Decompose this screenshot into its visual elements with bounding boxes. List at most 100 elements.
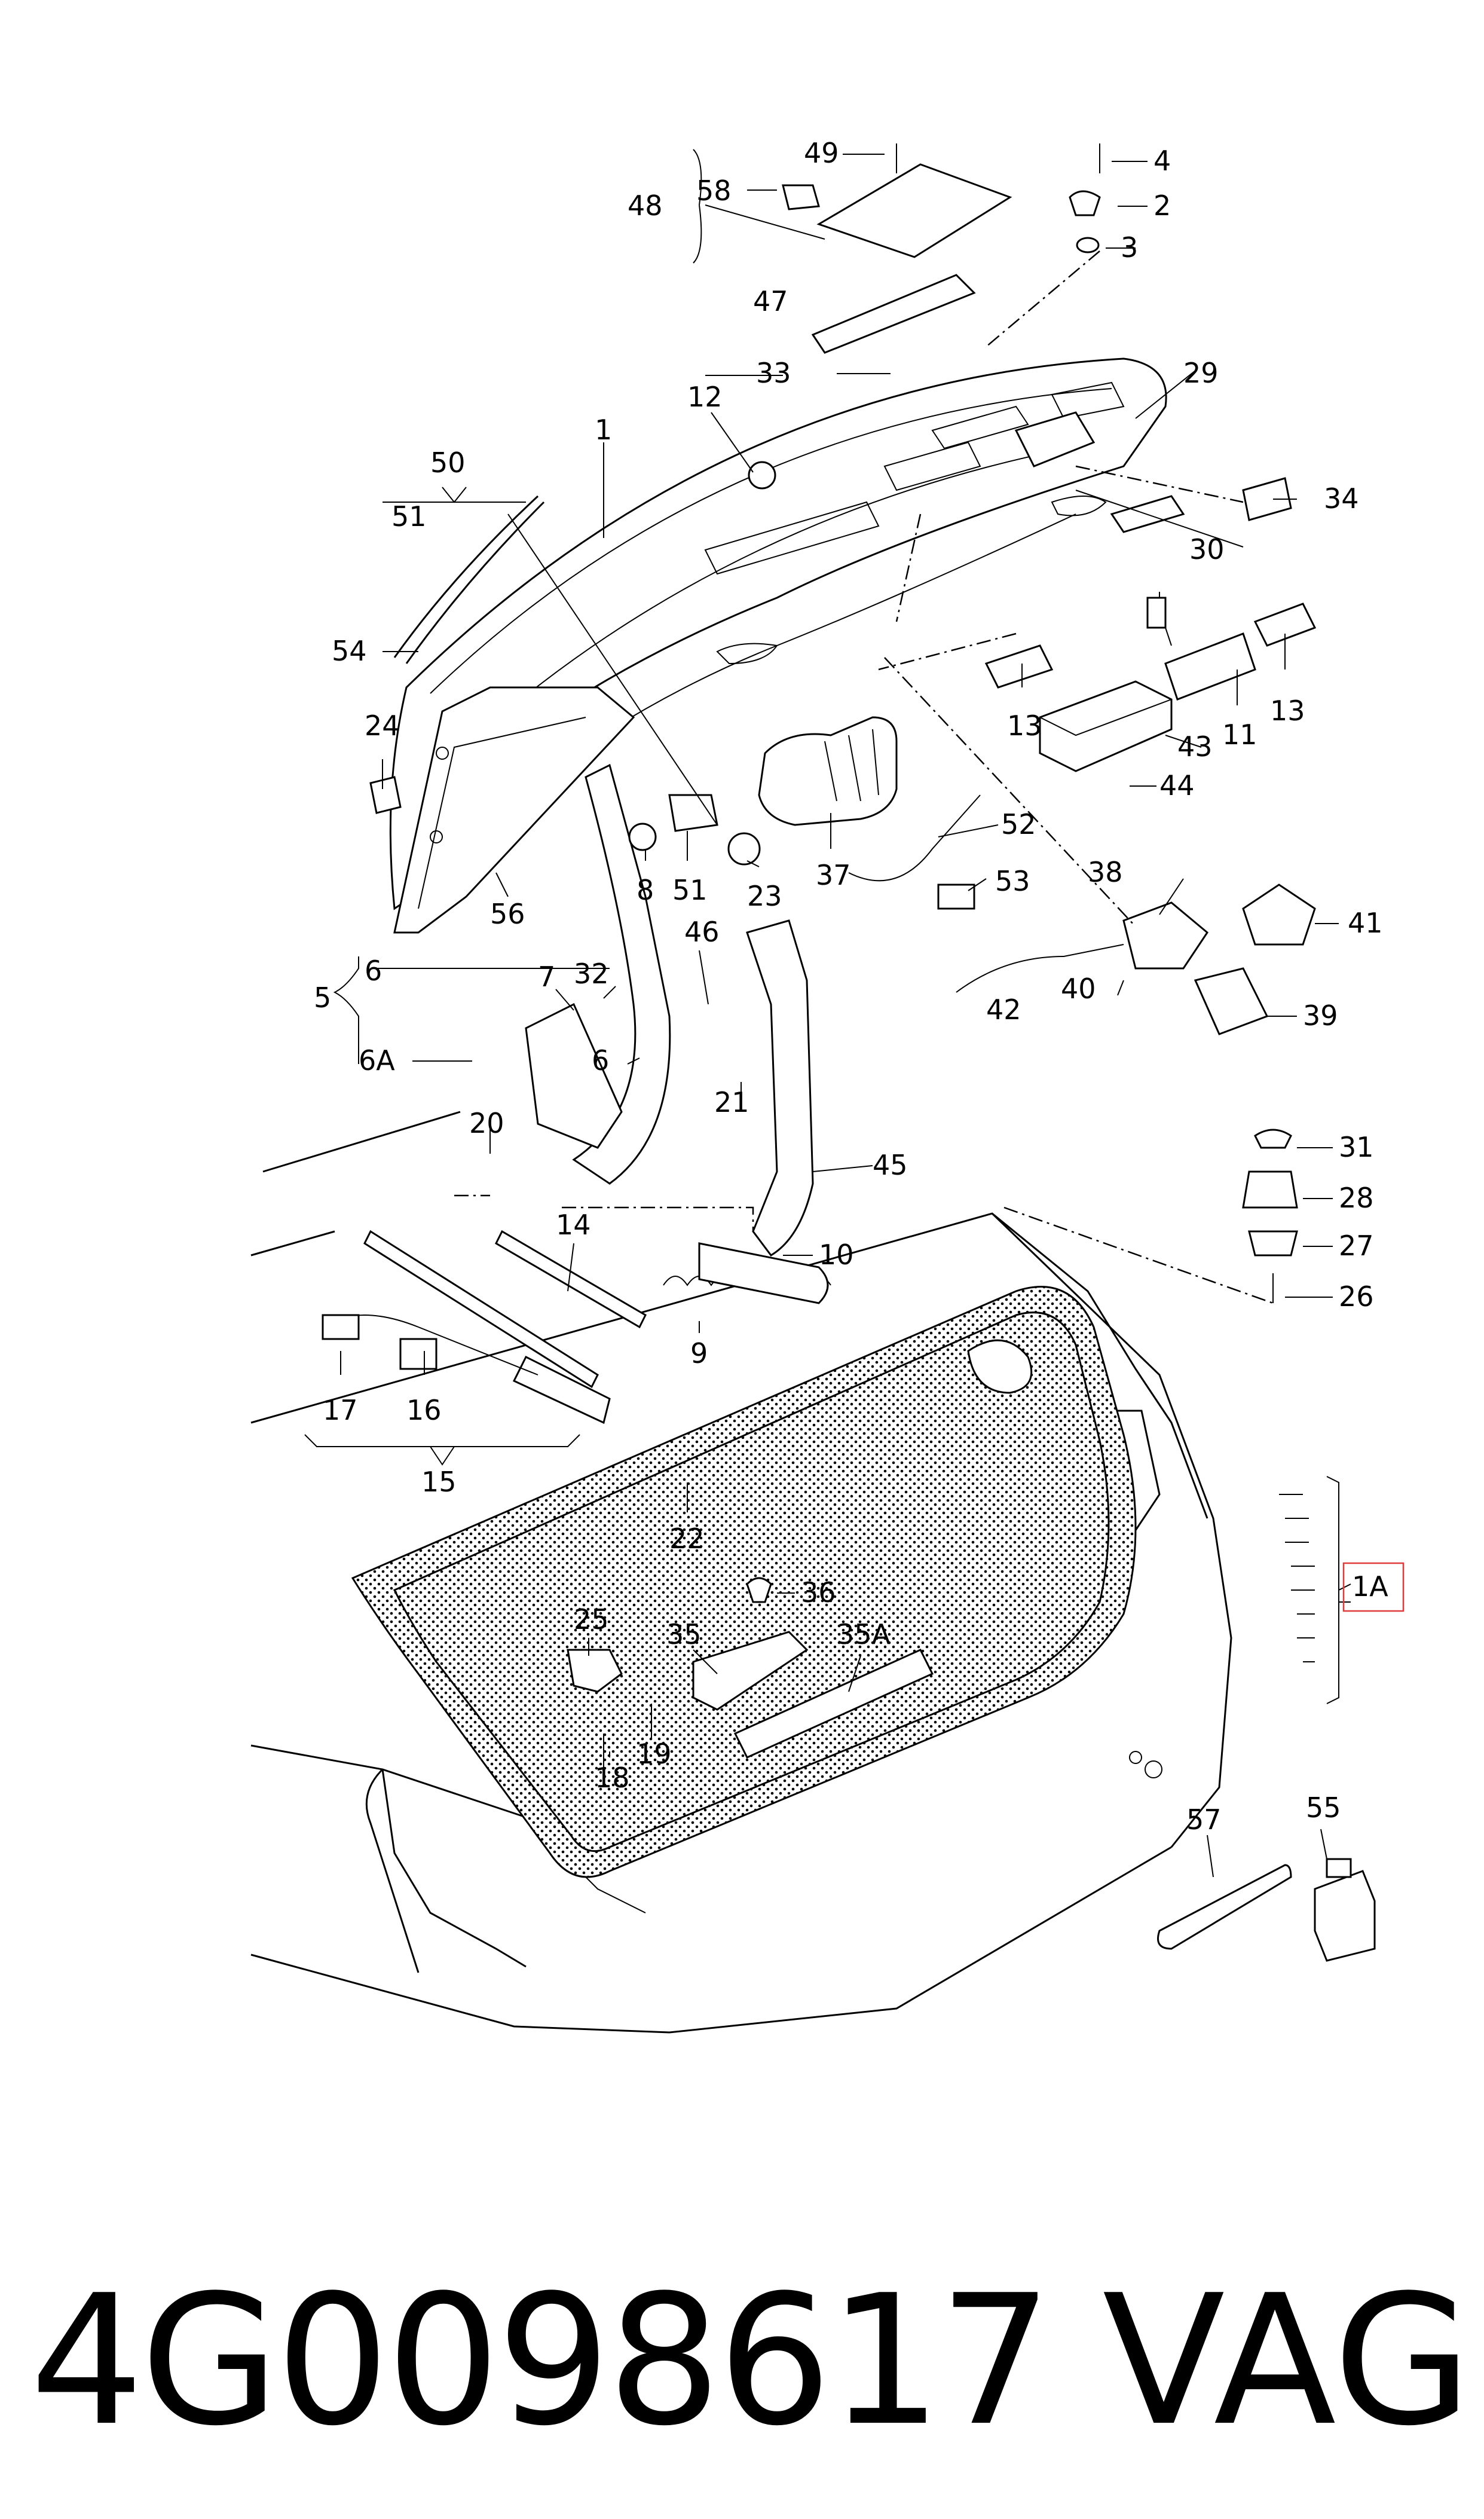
rear-camera	[1164, 632, 1256, 701]
license-light-housing	[1039, 680, 1173, 772]
callout-24: 24	[365, 710, 400, 742]
adhesive-tube	[1157, 1864, 1292, 1950]
callout-46: 46	[684, 916, 720, 948]
handle-29	[1014, 411, 1096, 467]
callout-34: 34	[1324, 482, 1359, 515]
switch-53	[937, 884, 975, 910]
grommet-12	[748, 461, 776, 490]
callout-58: 58	[696, 175, 732, 207]
callout-4: 4	[1153, 145, 1171, 177]
callout-1a: 1A	[1352, 1570, 1388, 1603]
license-lamp-left	[984, 644, 1054, 689]
hinge-side-panel	[746, 919, 814, 1257]
clip-51	[668, 794, 718, 832]
callout-14: 14	[556, 1209, 591, 1241]
callout-32: 32	[574, 958, 609, 990]
callout-25: 25	[574, 1603, 609, 1635]
gas-strut-left	[363, 1230, 599, 1389]
plate-47	[811, 274, 976, 354]
buffer-31	[1254, 1129, 1292, 1149]
callout-19: 19	[637, 1738, 672, 1770]
brand-label: VAG	[1102, 2257, 1472, 2465]
tube-10	[698, 1242, 829, 1304]
callout-26: 26	[1339, 1280, 1374, 1313]
leader-lines	[304, 149, 1351, 1878]
callout-44: 44	[1159, 769, 1195, 802]
cover-48	[816, 163, 1012, 258]
sealant-cap	[1326, 1858, 1352, 1878]
callout-36: 36	[801, 1576, 836, 1609]
callout-20: 20	[469, 1107, 504, 1139]
parts-exploded-diagram: 49 4 48 58 2 3 47 33 29 12 1 50 51 34 30…	[250, 137, 1405, 2034]
sealant-bottle	[1314, 1870, 1376, 1962]
callout-47: 47	[753, 285, 788, 317]
callout-43: 43	[1177, 730, 1213, 763]
bracket-35	[692, 1631, 809, 1711]
trim-strip-inner	[405, 501, 545, 664]
trim-strip	[393, 495, 539, 658]
callout-41: 41	[1348, 907, 1383, 939]
callout-18: 18	[595, 1762, 630, 1794]
license-lamp-right	[1253, 603, 1317, 647]
callout-56: 56	[490, 898, 525, 930]
callout-15: 15	[421, 1466, 457, 1498]
callout-54: 54	[332, 635, 367, 667]
callout-2: 2	[1153, 189, 1171, 222]
clip-25	[567, 1649, 623, 1693]
inner-panel-rib	[418, 717, 586, 909]
callout-51: 51	[672, 874, 708, 906]
cable-42	[956, 944, 1124, 993]
bracket-41	[1242, 884, 1316, 946]
clip-58	[782, 184, 820, 210]
callout-40: 40	[1061, 973, 1096, 1005]
callout-42: 42	[986, 993, 1021, 1026]
callout-23: 23	[747, 880, 782, 912]
switch-34	[1242, 477, 1292, 521]
callout-17: 17	[323, 1394, 358, 1426]
callout-38: 38	[1088, 856, 1123, 888]
callout-52: 52	[1001, 808, 1036, 840]
connector-16	[399, 1338, 437, 1370]
callout-35: 35	[666, 1618, 702, 1650]
cable-52	[848, 794, 981, 882]
gas-strut-right	[495, 1230, 647, 1329]
callout-7: 7	[538, 961, 555, 993]
callout-29: 29	[1183, 357, 1219, 389]
callout-48: 48	[628, 189, 663, 222]
lock-38	[1122, 901, 1208, 970]
callout-57: 57	[1186, 1803, 1222, 1836]
hinge-bracket	[525, 1002, 623, 1149]
callout-6: 6	[592, 1044, 609, 1077]
nut-8	[628, 823, 657, 851]
callout-5: 5	[314, 982, 331, 1014]
callout-22: 22	[669, 1523, 705, 1555]
callout-8: 8	[637, 874, 654, 906]
lock-cover	[758, 716, 898, 826]
part-number: 4G0098617	[30, 2257, 1052, 2465]
washer-3	[1076, 237, 1100, 253]
callout-16: 16	[406, 1394, 442, 1426]
trunk-seal	[351, 1286, 1137, 1878]
callout-35a: 35A	[837, 1618, 891, 1650]
striker-39	[1194, 967, 1269, 1035]
screw-set	[1279, 1476, 1351, 1704]
callout-45: 45	[873, 1149, 908, 1181]
callout-3: 3	[1121, 231, 1138, 264]
callout-30: 30	[1189, 533, 1225, 565]
callout-53: 53	[995, 865, 1030, 897]
callout-28: 28	[1339, 1182, 1374, 1214]
nut-36	[746, 1577, 772, 1603]
callout-31: 31	[1339, 1131, 1374, 1163]
callout-9: 9	[690, 1337, 708, 1369]
callout-51-top: 51	[391, 500, 427, 533]
callout-1: 1	[595, 414, 612, 446]
callout-21: 21	[714, 1086, 749, 1118]
connector-17	[322, 1314, 360, 1340]
buffer-28	[1242, 1170, 1298, 1209]
callout-13-left: 13	[1007, 710, 1042, 742]
callout-50: 50	[430, 447, 466, 479]
callout-27: 27	[1339, 1230, 1374, 1262]
callout-6a: 6A	[359, 1044, 395, 1077]
reference-lines	[454, 250, 1274, 1304]
callout-10: 10	[819, 1239, 854, 1271]
